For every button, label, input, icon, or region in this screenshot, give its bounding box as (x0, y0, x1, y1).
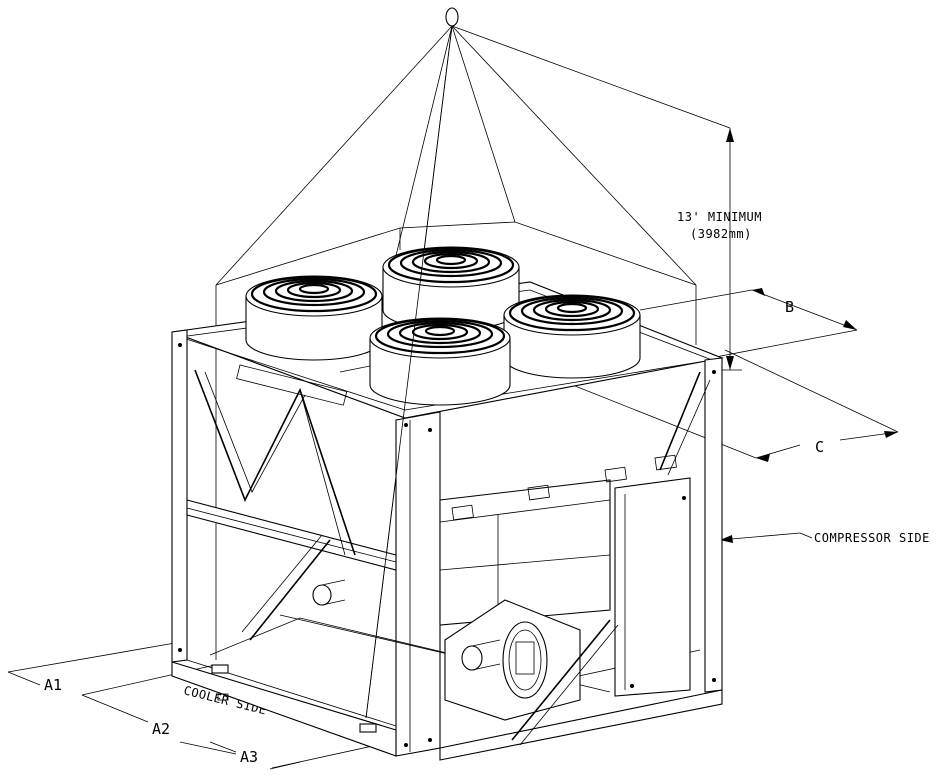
condenser-fans (245, 246, 641, 406)
dimension-b: B (639, 288, 858, 361)
height-dimension: 13' MINIMUM (3982mm) (677, 128, 762, 371)
control-panels (439, 454, 691, 697)
electrical-box (614, 477, 691, 697)
compressor-side-callout: COMPRESSOR SIDE (719, 531, 930, 545)
dim-c-label: C (815, 438, 824, 456)
fan-right (503, 294, 641, 379)
dim-a1-label: A1 (44, 676, 62, 694)
rivets (178, 343, 716, 747)
dim-b-label: B (785, 298, 794, 316)
front-lift-cable (365, 25, 453, 719)
lifting-hook-ring (445, 7, 459, 27)
cooler-flange (502, 621, 548, 699)
dim-a2-label: A2 (152, 720, 170, 738)
height-mm-label: (3982mm) (690, 227, 752, 241)
fan-front (369, 317, 511, 406)
base-lugs (211, 664, 377, 733)
dimension-a: A1 A2 A3 (7, 642, 401, 770)
cooler-nozzle (461, 645, 483, 671)
height-minimum-label: 13' MINIMUM (677, 210, 762, 224)
cooler-assembly (312, 579, 619, 746)
dimension-c: C (559, 349, 899, 462)
fan-left (245, 275, 383, 361)
fan-rear (382, 246, 520, 331)
compressor-side-label: COMPRESSOR SIDE (814, 531, 930, 545)
dim-a3-label: A3 (240, 748, 258, 766)
